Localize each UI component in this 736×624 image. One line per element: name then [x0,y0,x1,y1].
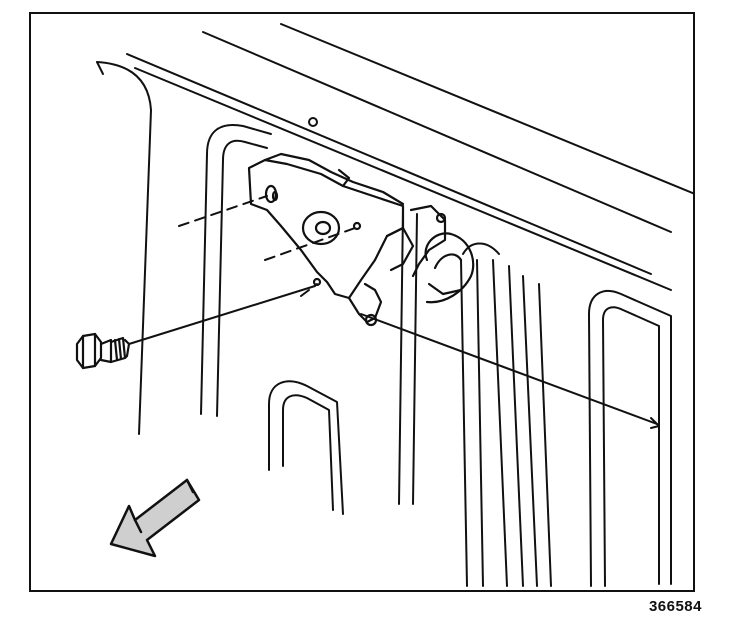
striker-hook [409,204,475,304]
door-opening-outline [200,124,272,417]
figure-id-label: 366584 [648,598,702,615]
bolt-guide-line [128,285,316,345]
lower-pocket-outline [268,380,344,515]
latch-assembly [247,152,415,327]
striker-pillar-lines [398,209,552,587]
header-panel-lines [126,23,693,291]
left-panel-outline [96,61,152,435]
illustration-frame [29,12,695,592]
bolt [75,332,131,370]
upper-hole [308,117,318,127]
tailgate-latch-illustration [75,23,693,587]
right-pillar-outline [588,289,672,587]
front-direction-arrow [109,478,201,558]
body-seam-line-end [650,417,660,429]
body-seam-line [360,313,658,425]
